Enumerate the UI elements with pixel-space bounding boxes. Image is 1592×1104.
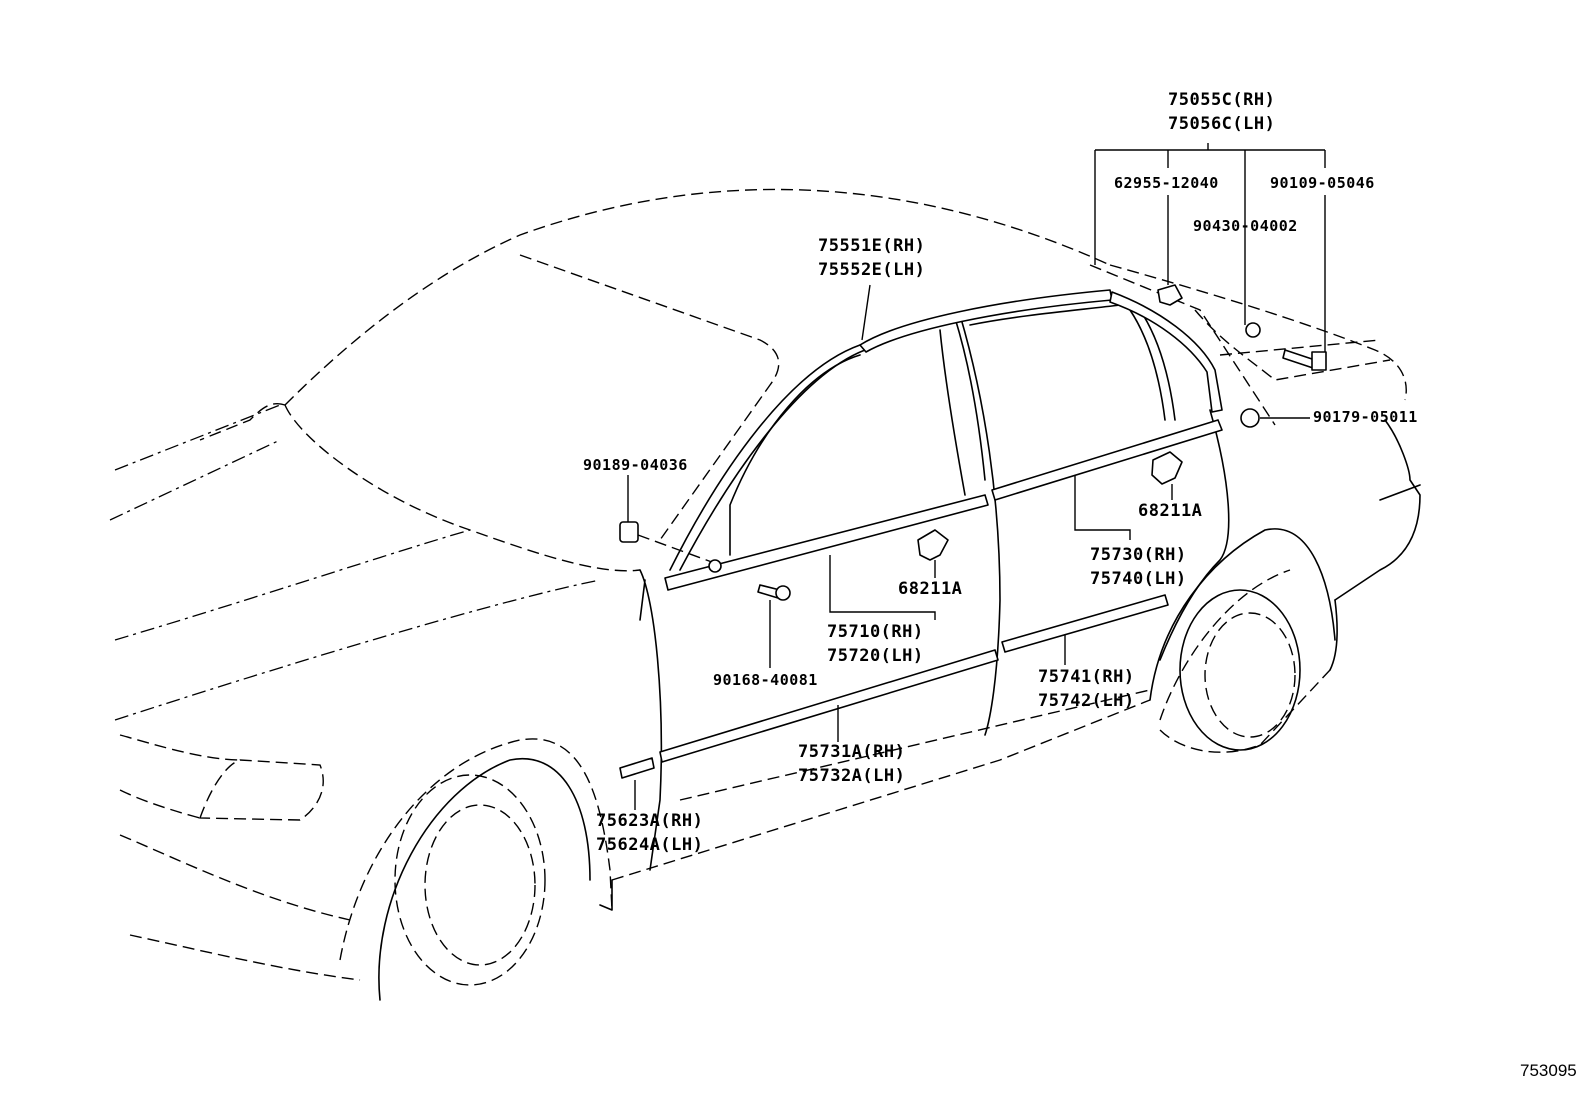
clip-90189-icon xyxy=(619,521,639,543)
fender-molding xyxy=(619,757,655,779)
car-outline xyxy=(109,188,1421,1001)
screw-90109-icon xyxy=(1282,349,1316,369)
label-side-front-rh: 75731A(RH) xyxy=(798,742,905,762)
screw-head-icon xyxy=(775,585,791,601)
label-90168: 90168-40081 xyxy=(713,671,818,689)
part-labels: 75055C(RH) 75056C(LH) 62955-12040 90109-… xyxy=(583,90,1577,1080)
rear-belt-molding xyxy=(991,419,1223,501)
label-visor-rh: 75055C(RH) xyxy=(1168,90,1275,110)
figure-number: 753095 xyxy=(1520,1061,1577,1080)
roof-drip-molding xyxy=(859,289,1113,353)
nut-90430-icon xyxy=(1245,322,1261,338)
label-belt-rear-lh: 75740(LH) xyxy=(1090,569,1187,589)
label-fender-rh: 75623A(RH) xyxy=(596,811,703,831)
label-90430: 90430-04002 xyxy=(1193,217,1298,235)
label-clip-rear: 68211A xyxy=(1138,501,1202,521)
nut-icon xyxy=(708,559,722,573)
window-visor xyxy=(1109,291,1223,413)
rear-side-molding xyxy=(1001,594,1169,653)
leader-lines xyxy=(627,143,1326,810)
label-90179: 90179-05011 xyxy=(1313,408,1418,426)
label-clip-front: 68211A xyxy=(898,579,962,599)
front-side-molding xyxy=(659,649,999,763)
label-fender-lh: 75624A(LH) xyxy=(596,835,703,855)
label-belt-front-lh: 75720(LH) xyxy=(827,646,924,666)
label-roof-rh: 75551E(RH) xyxy=(818,236,925,256)
label-side-rear-rh: 75741(RH) xyxy=(1038,667,1135,687)
label-belt-front-rh: 75710(RH) xyxy=(827,622,924,642)
front-belt-molding xyxy=(664,494,989,591)
label-roof-lh: 75552E(LH) xyxy=(818,260,925,280)
screw-90109-head-icon xyxy=(1311,351,1327,371)
label-side-front-lh: 75732A(LH) xyxy=(798,766,905,786)
clip-68211a-front-icon xyxy=(917,529,949,561)
label-62955: 62955-12040 xyxy=(1114,174,1219,192)
label-side-rear-lh: 75742(LH) xyxy=(1038,691,1135,711)
clip-68211a-rear-icon xyxy=(1151,451,1183,485)
label-90189: 90189-04036 xyxy=(583,456,688,474)
label-visor-lh: 75056C(LH) xyxy=(1168,114,1275,134)
clip-62955-icon xyxy=(1157,284,1183,306)
parts xyxy=(619,284,1327,779)
label-belt-rear-rh: 75730(RH) xyxy=(1090,545,1187,565)
label-90109: 90109-05046 xyxy=(1270,174,1375,192)
clip-90179-icon xyxy=(1240,408,1260,428)
